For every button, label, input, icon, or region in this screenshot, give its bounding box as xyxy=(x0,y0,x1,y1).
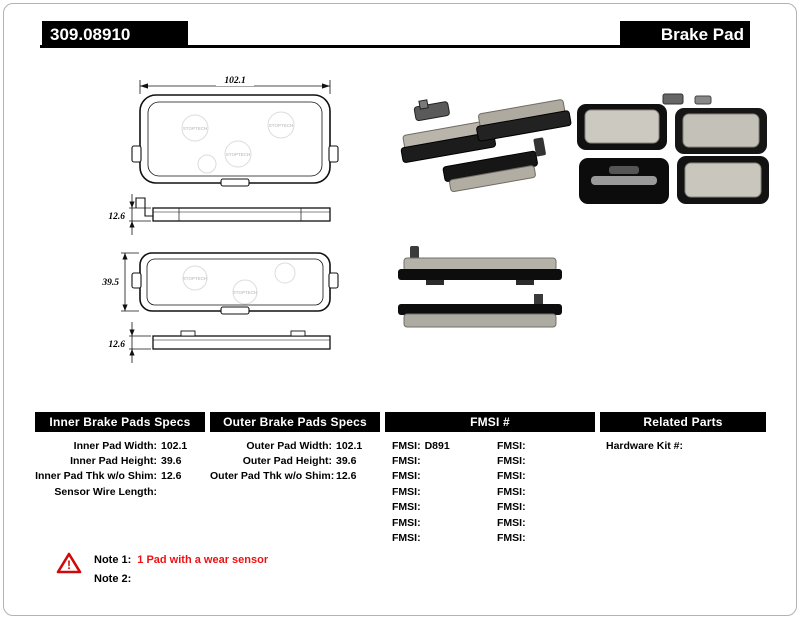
watermark-text: STOPTECH xyxy=(183,276,207,281)
spec-label: Inner Pad Thk w/o Shim: xyxy=(35,470,157,483)
fmsi-label: FMSI: xyxy=(497,485,526,498)
fmsi-row: FMSI: xyxy=(497,469,597,484)
warning-icon: ! xyxy=(56,552,82,574)
note-1: Note 1: 1 Pad with a wear sensor xyxy=(94,554,268,566)
pad-front-view-drawing: STOPTECH STOPTECH 39.5 xyxy=(101,252,339,315)
fmsi-row: FMSI: xyxy=(392,484,492,499)
technical-drawings: 102.1 STOPTECH STOPTECH STOPTECH xyxy=(101,74,339,363)
product-photo-angled-set xyxy=(400,99,572,193)
width-dimension-label: 102.1 xyxy=(224,76,245,86)
related-part-row: Hardware Kit #: xyxy=(606,438,764,453)
fmsi-row: FMSI: xyxy=(497,453,597,468)
fmsi-label: FMSI: xyxy=(392,516,421,529)
fmsi-row: FMSI: xyxy=(392,530,492,545)
fmsi-label: FMSI: xyxy=(497,516,526,529)
fmsi-right-rows: FMSI: FMSI: FMSI: FMSI: FMSI: FMSI: FMSI… xyxy=(497,438,597,546)
fmsi-row: FMSI: D891 xyxy=(392,438,492,453)
product-photo-pad-grid xyxy=(577,93,769,204)
fmsi-label: FMSI: xyxy=(392,501,421,514)
spec-value: 102.1 xyxy=(161,439,188,452)
fmsi-header: FMSI # xyxy=(385,412,595,432)
related-part-label: Hardware Kit #: xyxy=(606,439,684,452)
fmsi-row: FMSI: xyxy=(497,500,597,515)
spec-label: Inner Pad Width: xyxy=(73,439,157,452)
pad-edge-view-bottom-drawing: 12.6 xyxy=(108,322,331,363)
spec-row: Outer Pad Thk w/o Shim: 12.6 xyxy=(210,469,382,484)
brake-pad-photo xyxy=(675,108,767,154)
related-parts-header: Related Parts xyxy=(600,412,766,432)
fmsi-value: D891 xyxy=(424,439,450,452)
fmsi-label: FMSI: xyxy=(392,532,421,545)
part-number: 309.08910 xyxy=(42,21,188,48)
fmsi-row: FMSI: xyxy=(392,469,492,484)
stoptech-watermark xyxy=(181,111,295,174)
spec-value: 102.1 xyxy=(336,439,363,452)
fmsi-row: FMSI: xyxy=(497,438,597,453)
pad-top-view-drawing: 102.1 STOPTECH STOPTECH STOPTECH xyxy=(131,74,339,187)
spring-clip xyxy=(662,93,684,105)
brake-pad-photo xyxy=(579,158,669,204)
top-thickness-dimension-label: 12.6 xyxy=(108,212,125,222)
fmsi-label: FMSI: xyxy=(497,501,526,514)
wear-sensor-tab xyxy=(533,137,546,157)
watermark-text: STOPTECH xyxy=(269,123,293,128)
spring-clip xyxy=(694,95,712,105)
spec-row: Outer Pad Height: 39.6 xyxy=(210,453,382,468)
header-rule xyxy=(40,45,750,48)
height-dimension-label: 39.5 xyxy=(101,278,119,288)
watermark-text: STOPTECH xyxy=(233,290,257,295)
note-2: Note 2: xyxy=(94,573,137,585)
spec-value: 12.6 xyxy=(161,470,182,483)
spec-row: Inner Pad Height: 39.6 xyxy=(35,453,207,468)
warning-exclamation: ! xyxy=(67,558,71,572)
bottom-thickness-dimension-label: 12.6 xyxy=(108,340,125,350)
spec-row: Inner Pad Width: 102.1 xyxy=(35,438,207,453)
outer-specs-header: Outer Brake Pads Specs xyxy=(210,412,380,432)
spec-label: Outer Pad Width: xyxy=(246,439,332,452)
brake-pad-photo xyxy=(577,104,667,150)
spec-value: 39.6 xyxy=(336,455,357,468)
fmsi-left-rows: FMSI: D891 FMSI: FMSI: FMSI: FMSI: FMSI:… xyxy=(392,438,492,546)
fmsi-label: FMSI: xyxy=(497,470,526,483)
fmsi-label: FMSI: xyxy=(497,439,526,452)
fmsi-row: FMSI: xyxy=(497,484,597,499)
pad-edge-view-top-drawing: 12.6 xyxy=(108,194,331,235)
spec-row: Sensor Wire Length: xyxy=(35,484,207,499)
fmsi-row: FMSI: xyxy=(497,530,597,545)
spec-value: 12.6 xyxy=(336,470,357,483)
outer-specs-rows: Outer Pad Width: 102.1 Outer Pad Height:… xyxy=(210,438,382,484)
inner-specs-header: Inner Brake Pads Specs xyxy=(35,412,205,432)
fmsi-label: FMSI: xyxy=(392,439,421,452)
spec-label: Outer Pad Height: xyxy=(242,455,332,468)
fmsi-label: FMSI: xyxy=(392,485,421,498)
watermark-text: STOPTECH xyxy=(226,152,250,157)
watermark-text: STOPTECH xyxy=(183,126,207,131)
spec-label: Outer Pad Thk w/o Shim: xyxy=(210,470,335,483)
spec-label: Sensor Wire Length: xyxy=(54,485,157,498)
fmsi-row: FMSI: xyxy=(392,515,492,530)
fmsi-label: FMSI: xyxy=(497,455,526,468)
fmsi-row: FMSI: xyxy=(392,500,492,515)
note-2-label: Note 2: xyxy=(94,573,132,585)
brake-pad-photo xyxy=(677,156,769,204)
spec-row: Outer Pad Width: 102.1 xyxy=(210,438,382,453)
fmsi-label: FMSI: xyxy=(497,532,526,545)
note-1-label: Note 1: xyxy=(94,554,132,566)
product-photo-profile-set xyxy=(398,246,562,328)
note-1-text: 1 Pad with a wear sensor xyxy=(137,554,269,566)
wear-sensor-bracket xyxy=(135,197,153,217)
fmsi-label: FMSI: xyxy=(392,455,421,468)
fmsi-row: FMSI: xyxy=(497,515,597,530)
spec-label: Inner Pad Height: xyxy=(70,455,157,468)
fmsi-row: FMSI: xyxy=(392,453,492,468)
stoptech-watermark xyxy=(182,262,296,305)
spec-value: 39.6 xyxy=(161,455,182,468)
fmsi-label: FMSI: xyxy=(392,470,421,483)
spec-row: Inner Pad Thk w/o Shim: 12.6 xyxy=(35,469,207,484)
inner-specs-rows: Inner Pad Width: 102.1 Inner Pad Height:… xyxy=(35,438,207,500)
related-parts-rows: Hardware Kit #: xyxy=(606,438,764,453)
product-type-title: Brake Pad xyxy=(620,21,750,48)
